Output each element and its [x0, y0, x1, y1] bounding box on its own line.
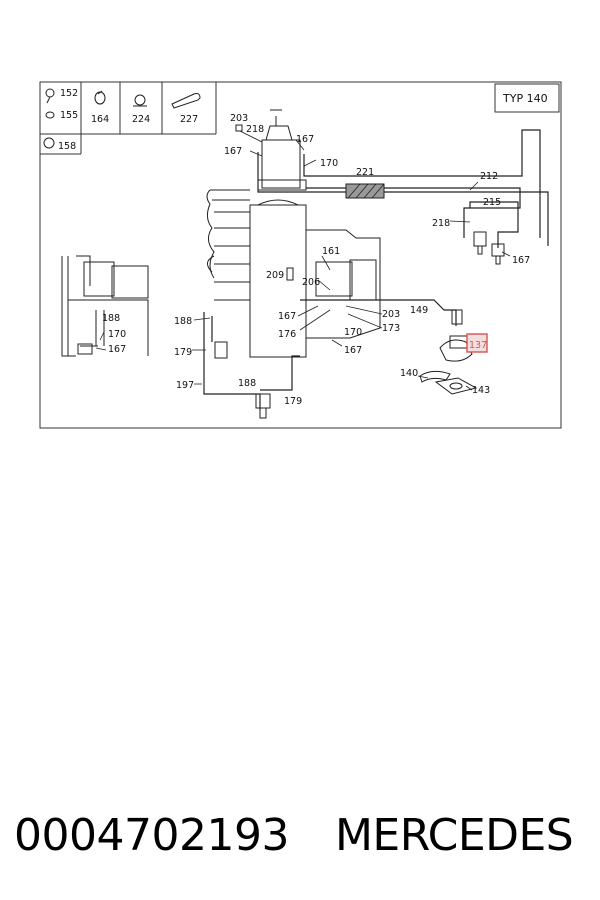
parts-diagram: 152 155 158 164 224 227 TYP 140 — [39, 81, 562, 429]
callout-209: 209 — [266, 270, 284, 281]
callout-170: 170 — [344, 327, 362, 338]
legend-label-164: 164 — [91, 114, 109, 125]
callout-218: 218 — [432, 218, 450, 229]
callout-179: 179 — [284, 396, 302, 407]
callout-167: 167 — [224, 146, 242, 157]
callout-218: 218 — [246, 124, 264, 135]
spring-clip-icon — [133, 94, 147, 107]
callout-203: 203 — [382, 309, 400, 320]
callout-167: 167 — [278, 311, 296, 322]
highlight-137 — [466, 333, 488, 353]
callout-143: 143 — [472, 385, 490, 396]
part-number: 0004702193 — [14, 809, 289, 861]
leader-lines — [95, 130, 511, 391]
variant-label: TYP 140 — [502, 92, 548, 105]
callout-140: 140 — [400, 368, 418, 379]
legend-label-155: 155 — [60, 110, 78, 121]
callout-167: 167 — [296, 134, 314, 145]
variant-box — [494, 83, 560, 113]
callout-170: 170 — [108, 329, 126, 340]
callout-197: 197 — [176, 380, 194, 391]
callout-179: 179 — [174, 347, 192, 358]
callout-137: 137 — [469, 340, 487, 351]
legend-icons — [43, 88, 201, 149]
clamp-icon — [45, 111, 55, 119]
legend-label-224: 224 — [132, 114, 150, 125]
callout-167: 167 — [108, 344, 126, 355]
valves — [77, 231, 505, 419]
clamp-icon — [45, 88, 55, 104]
callout-149: 149 — [410, 305, 428, 316]
legend-label-152: 152 — [60, 88, 78, 99]
callout-170: 170 — [320, 158, 338, 169]
callout-206: 206 — [302, 277, 320, 288]
vacuum-lines — [203, 129, 549, 410]
callout-215: 215 — [483, 197, 501, 208]
callout-161: 161 — [322, 246, 340, 257]
callout-167: 167 — [512, 255, 530, 266]
callout-188: 188 — [174, 316, 192, 327]
callout-167: 167 — [344, 345, 362, 356]
hatch-pattern — [347, 183, 385, 199]
left-inset — [61, 255, 149, 357]
strap-icon — [171, 93, 201, 109]
ring-clamp-icon — [43, 137, 55, 149]
diagram-frame — [39, 81, 562, 429]
callout-221: 221 — [356, 167, 374, 178]
brand-name: MERCEDES — [334, 809, 574, 861]
callout-209-marker — [286, 267, 294, 281]
callout-212: 212 — [480, 171, 498, 182]
part-footer: 0004702193 MERCEDES — [14, 800, 594, 870]
legend-strip — [40, 82, 217, 155]
callout-173: 173 — [382, 323, 400, 334]
callout-188: 188 — [102, 313, 120, 324]
callout-203-marker — [235, 124, 243, 132]
legend-label-158: 158 — [58, 141, 76, 152]
callout-176: 176 — [278, 329, 296, 340]
hose-clip-icon — [94, 90, 106, 105]
legend-label-227: 227 — [180, 114, 198, 125]
callout-188: 188 — [238, 378, 256, 389]
callout-203: 203 — [230, 113, 248, 124]
